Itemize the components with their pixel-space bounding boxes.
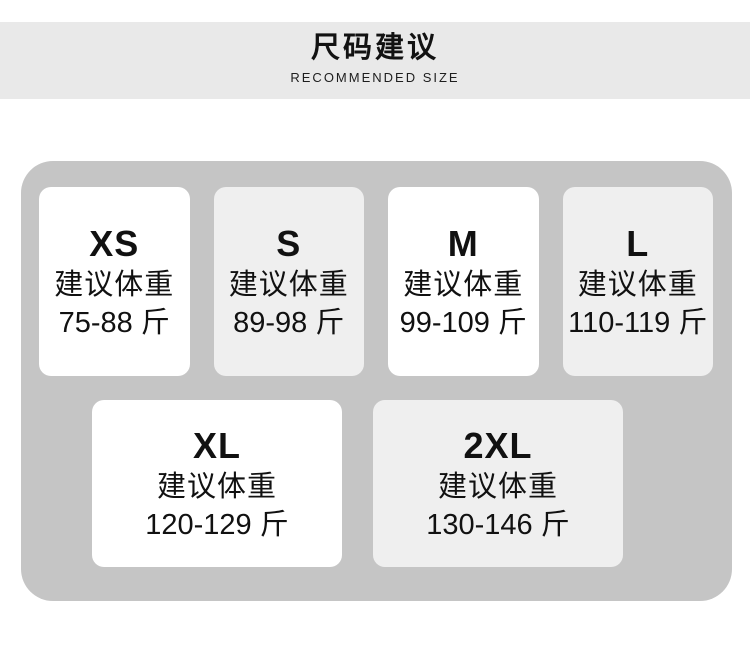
weight-label: 建议体重: [54, 268, 175, 301]
size-card-xs: XS 建议体重 75-88 斤: [39, 187, 190, 376]
size-row-1: XS 建议体重 75-88 斤 S 建议体重 89-98 斤 M 建议体重 99…: [39, 187, 713, 376]
weight-range: 120-129 斤: [145, 508, 289, 541]
size-card-m: M 建议体重 99-109 斤: [388, 187, 539, 376]
weight-range: 99-109 斤: [399, 306, 527, 339]
weight-label: 建议体重: [577, 268, 698, 301]
size-label: L: [626, 222, 650, 264]
weight-label: 建议体重: [156, 470, 277, 503]
page-title: 尺码建议: [310, 32, 439, 64]
size-card-l: L 建议体重 110-119 斤: [562, 187, 713, 376]
size-label: M: [447, 222, 479, 264]
header-band: 尺码建议 RECOMMENDED SIZE: [0, 22, 750, 99]
weight-range: 110-119 斤: [568, 306, 708, 339]
page-subtitle: RECOMMENDED SIZE: [290, 70, 460, 85]
size-card-xl: XL 建议体重 120-129 斤: [92, 400, 342, 567]
size-card-s: S 建议体重 89-98 斤: [213, 187, 364, 376]
size-label: 2XL: [463, 424, 533, 466]
weight-label: 建议体重: [403, 268, 524, 301]
size-label: S: [276, 222, 302, 264]
size-label: XS: [89, 222, 140, 264]
weight-label: 建议体重: [437, 470, 558, 503]
size-recommendation-panel: XS 建议体重 75-88 斤 S 建议体重 89-98 斤 M 建议体重 99…: [21, 161, 732, 601]
weight-range: 75-88 斤: [58, 306, 170, 339]
size-label: XL: [192, 424, 241, 466]
size-card-2xl: 2XL 建议体重 130-146 斤: [373, 400, 623, 567]
weight-label: 建议体重: [228, 268, 349, 301]
weight-range: 130-146 斤: [426, 508, 570, 541]
size-row-2: XL 建议体重 120-129 斤 2XL 建议体重 130-146 斤: [39, 400, 713, 567]
weight-range: 89-98 斤: [233, 306, 345, 339]
